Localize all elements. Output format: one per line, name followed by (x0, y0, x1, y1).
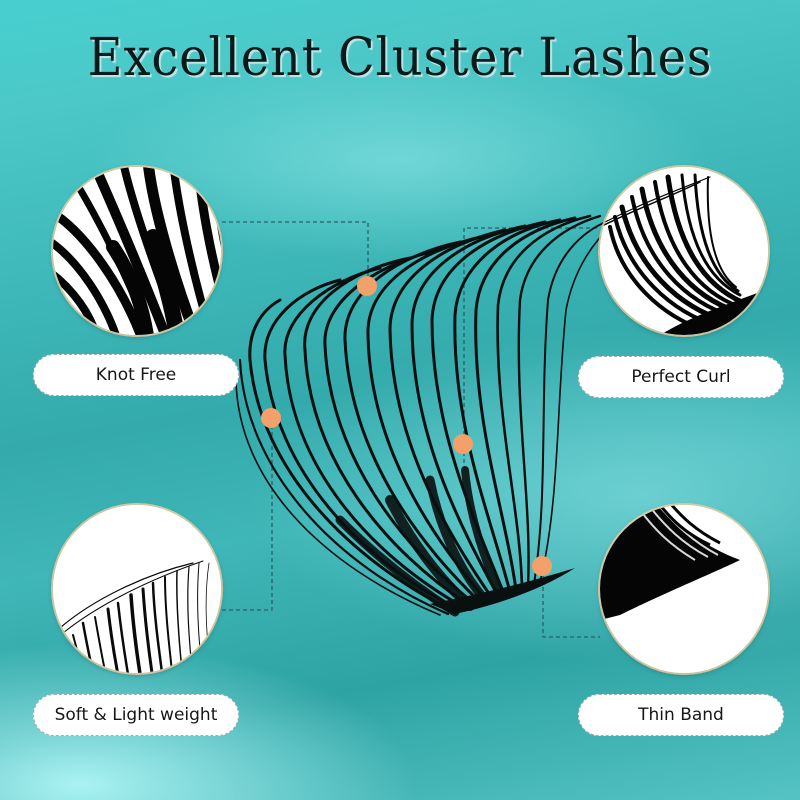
thin-band-detail-image (600, 505, 768, 673)
feature-label-thin-band: Thin Band (578, 694, 784, 736)
lash-closeup-icon (53, 167, 221, 335)
connector-lines (222, 221, 600, 638)
soft-light-detail-image (53, 505, 221, 673)
lash-band-closeup-icon (600, 505, 768, 673)
feature-label-text: Perfect Curl (631, 367, 731, 387)
feature-label-knot-free: Knot Free (33, 354, 239, 396)
feature-label-text: Knot Free (95, 365, 177, 385)
lash-band (430, 568, 575, 614)
page-title: Excellent Cluster Lashes (87, 28, 713, 88)
lash-curl-closeup-icon (600, 167, 768, 335)
feature-label-text: Soft & Light weight (54, 705, 218, 725)
marker-dot (261, 408, 281, 428)
connector-thin-band (542, 566, 600, 638)
lash-soft-closeup-icon (53, 505, 221, 673)
knot-free-detail-image (53, 167, 221, 335)
connector-perfect-curl (463, 227, 600, 470)
lash-cluster (235, 214, 613, 617)
marker-dot (453, 434, 473, 454)
connector-knot-free (222, 221, 369, 286)
connector-soft-light (222, 418, 273, 611)
marker-dots (261, 276, 552, 576)
feature-label-soft-light: Soft & Light weight (33, 694, 239, 736)
perfect-curl-detail-image (600, 167, 768, 335)
marker-dot (357, 276, 377, 296)
marker-dot (532, 556, 552, 576)
feature-label-text: Thin Band (638, 705, 724, 725)
feature-label-perfect-curl: Perfect Curl (578, 356, 784, 398)
